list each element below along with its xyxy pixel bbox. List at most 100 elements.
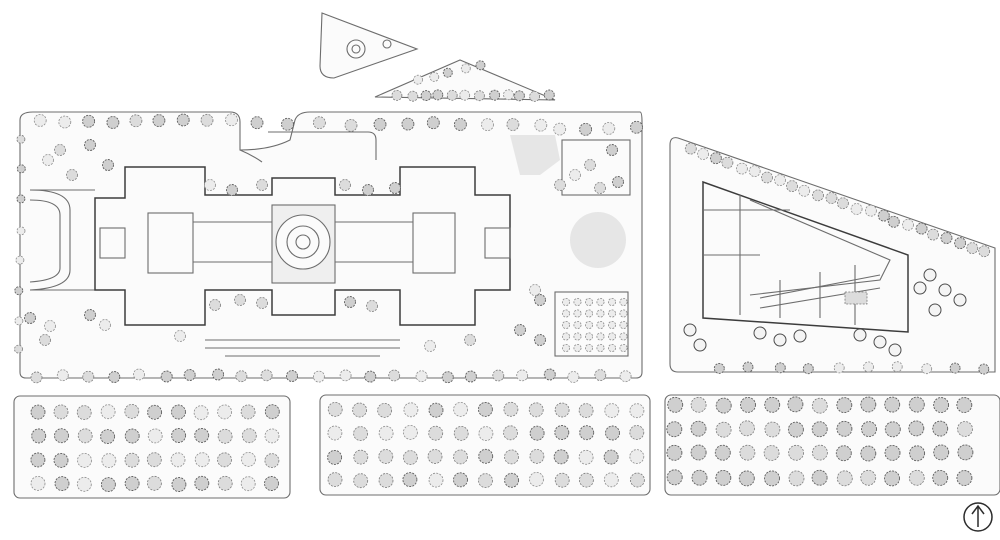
allee-tree <box>241 451 256 467</box>
allee-tree <box>240 404 256 420</box>
garden-tree <box>234 294 246 306</box>
allee-tree <box>528 402 544 418</box>
allee-tree <box>477 401 493 417</box>
bed-shrub <box>619 309 628 318</box>
allee-tree <box>100 429 116 445</box>
allee-tree <box>715 397 732 414</box>
allee-tree <box>30 475 46 491</box>
allee-tree <box>884 421 901 438</box>
allee-tree <box>171 404 186 420</box>
front-drive-left-inner <box>29 199 61 283</box>
boundary-tree <box>748 165 761 178</box>
triangle-plot-ornament <box>382 39 392 49</box>
allee-tree <box>453 425 469 441</box>
museum-building <box>94 166 511 357</box>
boundary-tree <box>940 232 953 244</box>
street-tree <box>129 114 143 128</box>
fountain-inner <box>351 44 361 54</box>
allee-tree <box>578 403 594 419</box>
street-tree <box>441 371 454 384</box>
allee-tree <box>860 396 877 413</box>
garden-tree <box>612 176 624 188</box>
allee-tree <box>933 444 950 461</box>
allee-tree <box>884 470 900 487</box>
allee-tree <box>956 397 973 413</box>
garden-tree <box>569 169 581 181</box>
boundary-tree <box>850 203 863 215</box>
street-tree <box>33 114 47 127</box>
street-tree <box>235 370 248 383</box>
allee-tree <box>31 428 47 444</box>
edge-tree <box>14 286 24 296</box>
allee-tree <box>171 428 187 443</box>
allee-tree <box>579 472 594 488</box>
allee-tree <box>378 473 394 488</box>
street-tree <box>401 117 415 131</box>
allee-tree <box>578 449 594 465</box>
rotunda-center <box>295 234 311 250</box>
garden-tree <box>366 300 378 312</box>
allee-tree <box>529 425 545 441</box>
bed-shrub <box>619 343 628 352</box>
street-tree <box>286 370 298 382</box>
bed-shrub <box>585 320 594 329</box>
garden-tree <box>204 179 216 191</box>
allee-tree <box>787 421 804 438</box>
plaza-tree <box>489 89 501 101</box>
allee-tree <box>428 402 444 418</box>
street-tree <box>553 122 567 136</box>
plaza-tree <box>432 89 444 101</box>
allee-tree <box>739 444 756 461</box>
allee-tree <box>217 404 233 420</box>
allee-tree <box>739 420 755 437</box>
front-drive-curve <box>239 131 377 163</box>
bed-shrub <box>573 343 582 352</box>
boundary-tree <box>966 242 979 255</box>
allee-tree <box>764 470 780 487</box>
sculpture-shrub <box>793 329 807 343</box>
allee-tree <box>353 426 369 442</box>
street-tree <box>453 118 467 131</box>
allee-tree <box>908 396 925 413</box>
allee-tree <box>428 425 444 441</box>
east-terrace <box>510 135 560 175</box>
allee-tree <box>764 396 781 413</box>
street-tree <box>978 363 990 375</box>
garden-tree <box>339 179 351 191</box>
street-tree <box>516 369 529 382</box>
museum-parcel <box>19 111 643 379</box>
bed-shrub <box>585 343 594 352</box>
allee-tree <box>217 475 233 491</box>
boundary-tree <box>954 237 967 250</box>
allee-tree <box>764 421 781 438</box>
street-tree <box>619 370 632 383</box>
edge-tree <box>16 226 26 236</box>
north-arrow-icon[interactable] <box>963 502 993 532</box>
allee-tree <box>763 445 780 461</box>
allee-tree <box>378 425 394 441</box>
sculpture-shrub <box>913 281 927 295</box>
bed-shrub <box>596 297 605 306</box>
allee-tree <box>353 449 369 465</box>
boundary-tree <box>915 222 928 235</box>
allee-tree <box>504 472 520 488</box>
edge-tree <box>16 164 26 174</box>
allee-tree <box>54 428 69 444</box>
allee-tree <box>908 420 925 437</box>
allee-tree <box>529 471 544 487</box>
sculpture-shrub <box>938 283 952 297</box>
boundary-tree <box>902 218 914 231</box>
street-tree <box>630 120 643 134</box>
allee-tree <box>553 449 569 465</box>
bed-shrub <box>562 343 571 352</box>
allee-tree <box>264 428 280 444</box>
bed-shrub <box>596 332 605 341</box>
sculpture-shrub <box>753 326 767 340</box>
street-tree <box>250 116 264 130</box>
allee-tree <box>77 428 93 444</box>
garden-tree <box>44 320 56 332</box>
allee-tree <box>194 427 210 443</box>
south-east-allee <box>664 394 1000 496</box>
garden-tree <box>584 159 596 171</box>
tree-canopies <box>14 60 991 493</box>
